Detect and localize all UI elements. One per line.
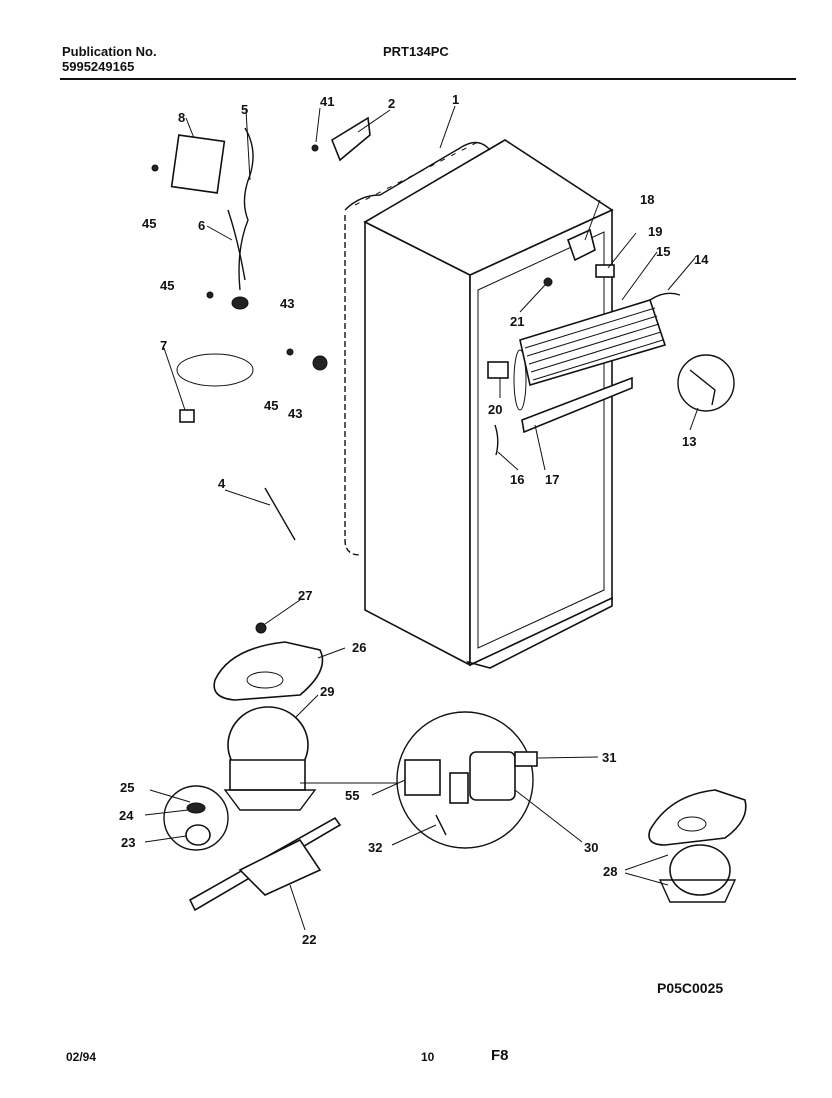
- footer-page-number: 10: [421, 1050, 435, 1064]
- callout-55: 55: [345, 788, 359, 803]
- callout-43-top: 43: [280, 296, 294, 311]
- part-41-screw: [311, 144, 319, 152]
- callout-18: 18: [640, 192, 654, 207]
- part-26-drain-pan: [213, 641, 324, 701]
- callout-27: 27: [298, 588, 312, 603]
- part-22-mount: [238, 838, 322, 896]
- part-7-plug: [179, 409, 195, 423]
- callout-6: 6: [198, 218, 205, 233]
- part-45-screw-mid: [206, 291, 214, 299]
- callout-8: 8: [178, 110, 185, 125]
- callout-20: 20: [488, 402, 502, 417]
- detail-circle-grommets: [163, 785, 229, 851]
- drier-tube: [689, 369, 716, 406]
- callout-31: 31: [602, 750, 616, 765]
- callout-4: 4: [218, 476, 226, 491]
- callout-14: 14: [694, 252, 709, 267]
- part-5-harness: [238, 127, 254, 291]
- callout-2: 2: [388, 96, 395, 111]
- part-21-screw: [543, 277, 553, 287]
- callout-13: 13: [682, 434, 696, 449]
- callout-5: 5: [241, 102, 248, 117]
- evaporator: [513, 292, 681, 434]
- part-28-compressor-assembly: [648, 789, 747, 903]
- detail-circle-13: [677, 354, 735, 412]
- part-45-screw-low: [286, 348, 294, 356]
- part-6-harness: [227, 209, 246, 281]
- part-18-clip: [567, 228, 596, 262]
- callout-21: 21: [510, 314, 524, 329]
- part-4-tube: [264, 487, 296, 541]
- part-55-overload: [404, 759, 441, 796]
- callout-28: 28: [603, 864, 617, 879]
- footer-section: F8: [491, 1047, 509, 1064]
- part-43-grommet: [231, 296, 249, 310]
- publication-number: 5995249165: [62, 59, 135, 74]
- detail-circle-relay: [396, 711, 534, 849]
- part-31-cover: [514, 751, 538, 767]
- condenser-coil: [344, 141, 491, 556]
- header-rule: [60, 78, 796, 80]
- model-number: PRT134PC: [383, 44, 449, 59]
- part-19-clip: [595, 264, 615, 278]
- part-29-compressor: [223, 706, 317, 811]
- callout-19: 19: [648, 224, 662, 239]
- callout-24: 24: [119, 808, 134, 823]
- callout-30: 30: [584, 840, 598, 855]
- callout-29: 29: [320, 684, 334, 699]
- callout-45-low: 45: [264, 398, 278, 413]
- callout-45-mid: 45: [160, 278, 174, 293]
- callout-17: 17: [545, 472, 559, 487]
- part-27-bumper: [255, 622, 267, 634]
- part-32-clip: [435, 814, 447, 836]
- callout-26: 26: [352, 640, 366, 655]
- footer-date: 02/94: [66, 1050, 97, 1064]
- part-43-grommet-low: [312, 355, 328, 371]
- part-8-bracket: [170, 134, 226, 194]
- leader-lines: [144, 105, 699, 931]
- part-2-bracket: [331, 116, 371, 162]
- callout-1: 1: [452, 92, 459, 107]
- part-30-relay: [469, 751, 516, 801]
- relay-clip: [449, 772, 469, 804]
- part-7-cord-coil: [176, 353, 254, 387]
- callout-43-low: 43: [288, 406, 302, 421]
- callout-25: 25: [120, 780, 134, 795]
- callout-15: 15: [656, 244, 670, 259]
- drawing-code: P05C0025: [657, 980, 724, 996]
- callout-41: 41: [320, 94, 334, 109]
- part-16-tube: [494, 424, 499, 456]
- callout-45-top: 45: [142, 216, 156, 231]
- part-20-thermostat: [487, 361, 509, 379]
- callout-16: 16: [510, 472, 524, 487]
- callout-23: 23: [121, 835, 135, 850]
- callout-22: 22: [302, 932, 316, 947]
- callout-7: 7: [160, 338, 167, 353]
- part-45-screw-top: [151, 164, 159, 172]
- callout-32: 32: [368, 840, 382, 855]
- publication-label: Publication No.: [62, 44, 157, 59]
